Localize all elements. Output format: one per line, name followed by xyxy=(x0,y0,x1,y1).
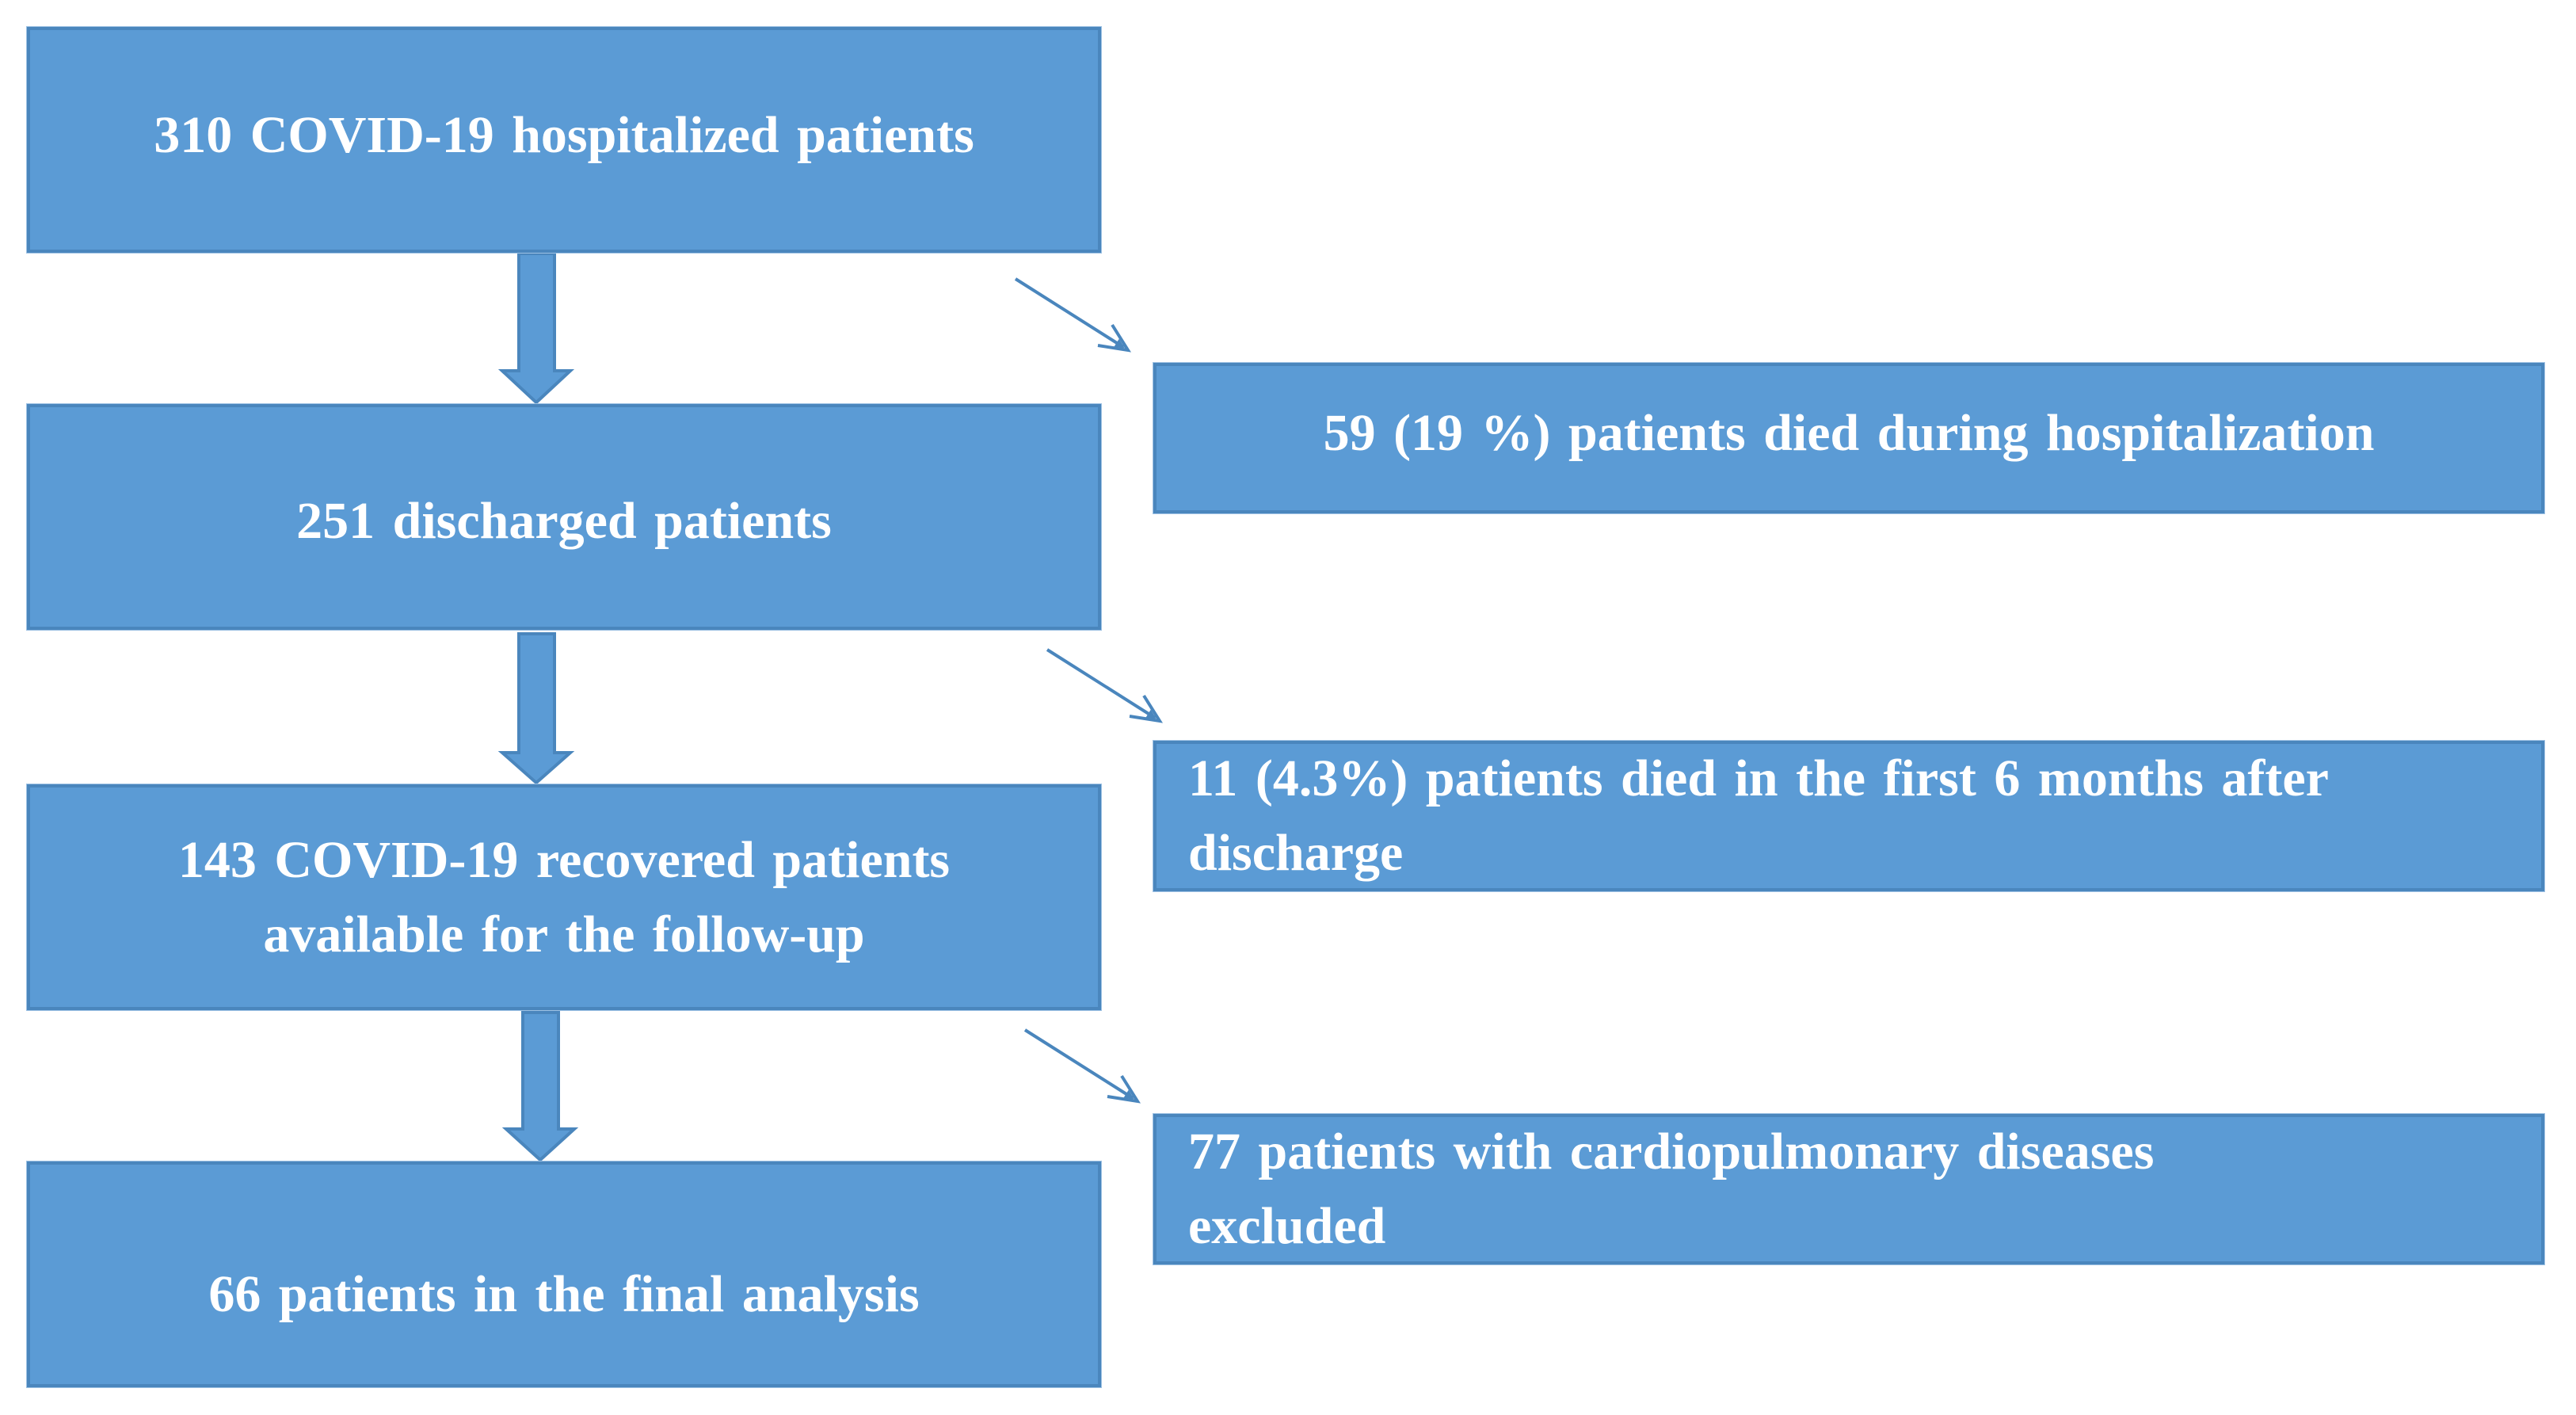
diagonal-arrow-1 xyxy=(1014,277,1125,349)
box-recovered-text: 143 COVID-19 recovered patients availabl… xyxy=(178,823,950,972)
box-cardiopulmonary-excluded-text: 77 patients with cardiopulmonary disease… xyxy=(1188,1115,2154,1264)
diagonal-arrow-1-head xyxy=(1097,323,1132,353)
box-hospitalized-text: 310 COVID-19 hospitalized patients xyxy=(154,105,974,164)
box-cardiopulmonary-excluded-line1: 77 patients with cardiopulmonary disease… xyxy=(1188,1123,2155,1180)
box-died-after-discharge-line1: 11 (4.3%) patients died in the first 6 m… xyxy=(1188,749,2329,807)
box-recovered-line1: 143 COVID-19 recovered patients xyxy=(177,830,951,889)
box-died-after-discharge: 11 (4.3%) patients died in the first 6 m… xyxy=(1153,741,2544,891)
down-arrow-3 xyxy=(501,1011,579,1162)
down-arrow-1 xyxy=(497,252,575,405)
box-discharged: 251 discharged patients xyxy=(27,404,1101,630)
down-arrow-2 xyxy=(497,632,575,785)
diagonal-arrow-2-head xyxy=(1129,694,1164,723)
box-died-hospitalization: 59 (19 %) patients died during hospitali… xyxy=(1153,363,2544,513)
box-cardiopulmonary-excluded-line2: excluded xyxy=(1188,1197,1386,1255)
box-died-after-discharge-text: 11 (4.3%) patients died in the first 6 m… xyxy=(1188,742,2329,891)
diagonal-arrow-2 xyxy=(1046,648,1157,719)
box-discharged-text: 251 discharged patients xyxy=(296,491,832,550)
box-final-analysis: 66 patients in the final analysis xyxy=(27,1161,1101,1387)
box-cardiopulmonary-excluded: 77 patients with cardiopulmonary disease… xyxy=(1153,1114,2544,1264)
box-hospitalized: 310 COVID-19 hospitalized patients xyxy=(27,27,1101,253)
box-final-analysis-text: 66 patients in the final analysis xyxy=(208,1264,920,1323)
box-died-hospitalization-text: 59 (19 %) patients died during hospitali… xyxy=(1323,404,2375,462)
box-recovered-line2: available for the follow-up xyxy=(263,905,865,963)
diagonal-arrow-3-head xyxy=(1107,1074,1141,1104)
diagonal-arrow-3 xyxy=(1023,1028,1134,1100)
box-died-after-discharge-line2: discharge xyxy=(1188,824,1404,882)
box-recovered: 143 COVID-19 recovered patients availabl… xyxy=(27,784,1101,1010)
